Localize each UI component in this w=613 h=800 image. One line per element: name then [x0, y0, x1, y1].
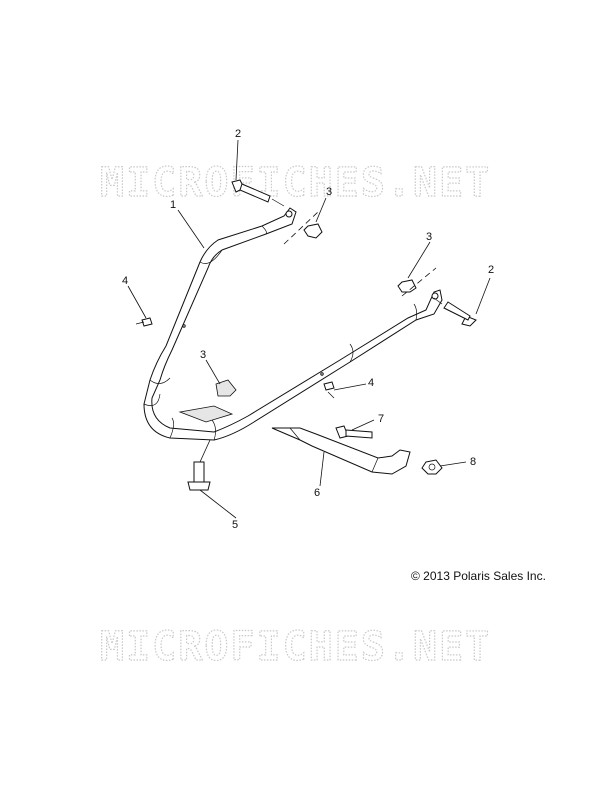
bolt-7 [335, 425, 373, 439]
bolt-right [433, 297, 477, 327]
screw-mid [323, 381, 335, 399]
callout-6: 6 [314, 487, 320, 499]
bolt-bottom [187, 461, 211, 491]
nut-8 [421, 459, 443, 475]
callout-4-left: 4 [122, 275, 128, 287]
callout-2-right: 2 [488, 264, 494, 276]
callout-3-mid: 3 [200, 349, 206, 361]
watermark-bottom: MICROFICHES.NET [100, 624, 491, 670]
callout-3-top: 3 [326, 186, 332, 198]
copyright-text: © 2013 Polaris Sales Inc. [411, 569, 546, 583]
screw-left [135, 317, 153, 327]
nut-right [397, 267, 437, 297]
bumper-tube [143, 207, 443, 441]
clip-mid [215, 379, 237, 397]
watermark-top: MICROFICHES.NET [100, 160, 491, 206]
bracket [271, 427, 411, 475]
callout-5: 5 [232, 519, 238, 531]
leader-lines [127, 139, 491, 519]
callout-2-top: 2 [235, 128, 241, 140]
callout-4-mid: 4 [368, 377, 374, 389]
callout-8: 8 [470, 456, 476, 468]
callout-1: 1 [170, 199, 176, 211]
callout-3-right: 3 [426, 231, 432, 243]
bolt-top [231, 179, 285, 207]
callout-7: 7 [378, 413, 384, 425]
nut-top [283, 211, 323, 245]
